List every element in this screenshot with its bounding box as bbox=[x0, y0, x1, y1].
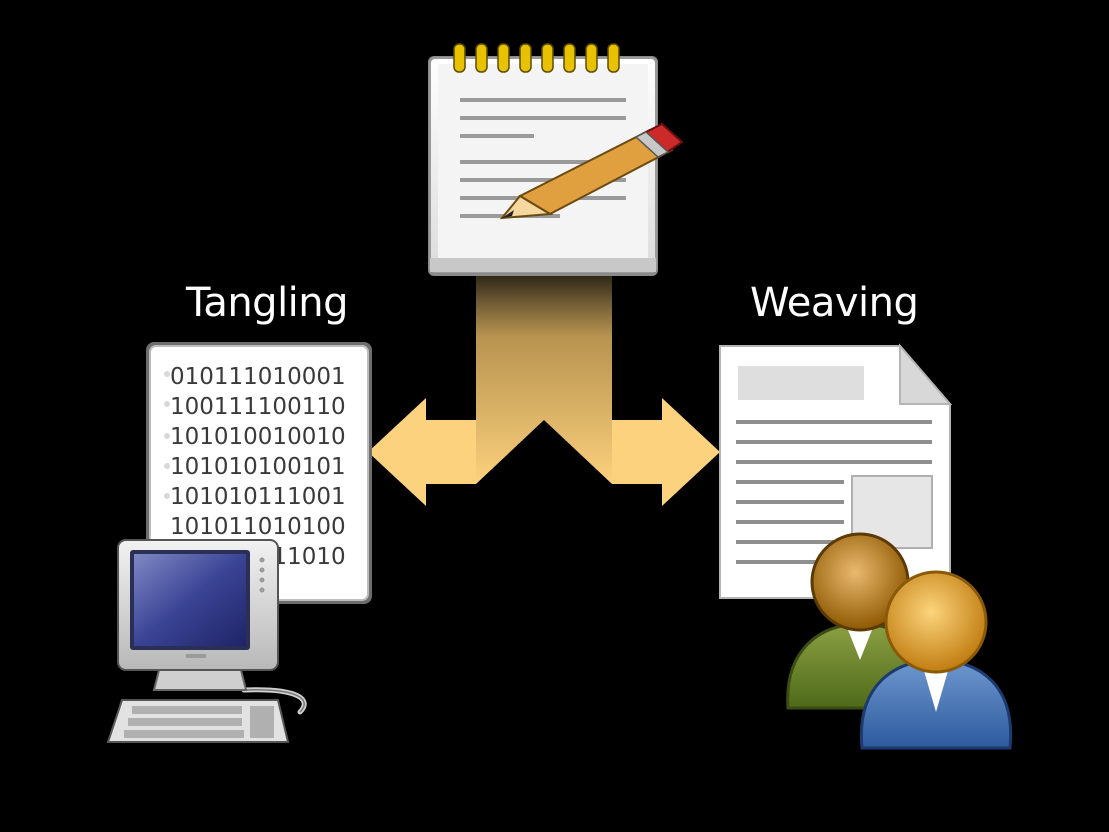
user-front bbox=[859, 570, 1013, 750]
pencil-icon bbox=[499, 122, 684, 220]
right-arrow bbox=[612, 398, 720, 506]
left-arrow bbox=[368, 398, 476, 506]
computer-icon bbox=[106, 539, 307, 743]
document-icon bbox=[719, 343, 953, 599]
binary-line: 101010111001 bbox=[170, 484, 346, 510]
notepad-pencil-icon bbox=[428, 43, 684, 276]
tangling-label: Tangling bbox=[186, 280, 349, 326]
users-icon bbox=[786, 532, 1013, 750]
binder-holes bbox=[164, 371, 170, 499]
keyboard-keys bbox=[124, 706, 274, 738]
arrow-stem bbox=[476, 258, 612, 484]
document-lines bbox=[736, 420, 932, 564]
binary-line: 101011010100 bbox=[170, 514, 346, 540]
binary-line: 010111010001 bbox=[170, 364, 346, 390]
binary-line: 101010100101 bbox=[170, 454, 346, 480]
notepad-rings bbox=[453, 43, 620, 73]
binary-line: 101010010010 bbox=[170, 424, 346, 450]
weaving-label: Weaving bbox=[750, 280, 919, 326]
monitor-buttons bbox=[259, 557, 265, 593]
binary-line: 100111100110 bbox=[170, 394, 346, 420]
branching-arrow bbox=[368, 258, 720, 506]
